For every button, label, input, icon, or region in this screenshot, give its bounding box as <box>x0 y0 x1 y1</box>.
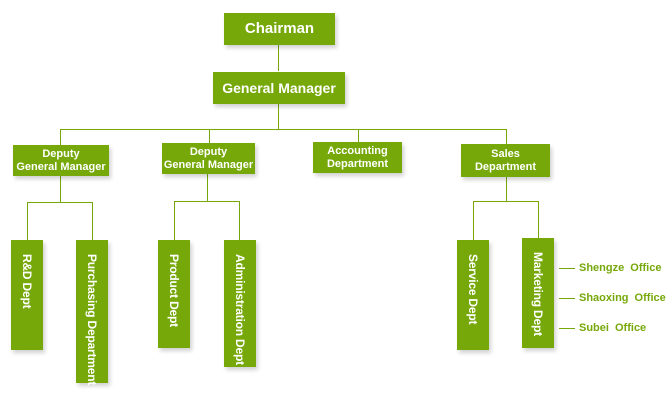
connector-to-rnd <box>27 202 28 240</box>
administration-dept-node: Administration Dept <box>224 240 256 367</box>
connector-deputy2-down <box>207 174 208 201</box>
connector-sales-horizontal <box>473 201 539 202</box>
deputy-gm-1-line2: General Manager <box>16 160 106 173</box>
accounting-line2: Department <box>326 157 389 170</box>
connector-sales-down <box>506 177 507 201</box>
connector-deputy1-horizontal <box>27 202 93 203</box>
connector-to-deputy-1 <box>60 129 61 145</box>
general-manager-node: General Manager <box>213 72 345 104</box>
general-manager-label: General Manager <box>222 79 336 96</box>
chairman-label: Chairman <box>244 20 315 38</box>
office-shaoxing: Shaoxing Office <box>579 292 666 304</box>
deputy-gm-1-node: Deputy General Manager <box>13 145 109 176</box>
connector-to-subei <box>559 328 575 329</box>
connector-to-shaoxing <box>559 298 575 299</box>
purchasing-dept-node: Purchasing Department <box>76 240 108 386</box>
sales-dept-node: Sales Department <box>461 144 550 177</box>
deputy-gm-2-line2: General Manager <box>163 158 254 171</box>
accounting-line1: Accounting <box>327 144 388 157</box>
service-dept-node: Service Dept <box>457 240 489 350</box>
connector-to-product <box>174 201 175 240</box>
marketing-dept-node: Marketing Dept <box>522 238 554 348</box>
connector-to-accounting <box>358 129 359 142</box>
connector-to-administration <box>239 201 240 240</box>
product-dept-label: Product Dept <box>167 254 181 327</box>
connector-to-purchasing <box>92 202 93 240</box>
connector-to-sales <box>506 129 507 144</box>
connector-deputy2-horizontal <box>174 201 240 202</box>
marketing-dept-label: Marketing Dept <box>531 252 545 336</box>
connector-level2-horizontal <box>60 129 507 130</box>
connector-chairman-gm <box>278 45 279 71</box>
deputy-gm-2-line1: Deputy <box>189 145 228 158</box>
rnd-dept-label: R&D Dept <box>20 254 34 309</box>
connector-gm-down <box>278 104 279 130</box>
deputy-gm-1-line1: Deputy <box>42 147 80 160</box>
sales-line1: Sales <box>491 147 520 160</box>
office-subei: Subei Office <box>579 322 647 334</box>
connector-to-service <box>473 201 474 240</box>
chairman-node: Chairman <box>224 13 335 45</box>
purchasing-dept-label: Purchasing Department <box>85 254 99 386</box>
connector-to-shengze <box>559 268 575 269</box>
accounting-dept-node: Accounting Department <box>313 142 402 173</box>
connector-to-deputy-2 <box>209 129 210 143</box>
office-shengze: Shengze Office <box>579 262 662 274</box>
deputy-gm-2-node: Deputy General Manager <box>162 143 255 174</box>
product-dept-node: Product Dept <box>158 240 190 348</box>
connector-deputy1-down <box>60 176 61 202</box>
connector-to-marketing <box>538 201 539 240</box>
rnd-dept-node: R&D Dept <box>11 240 43 350</box>
service-dept-label: Service Dept <box>466 254 480 325</box>
sales-line2: Department <box>474 160 537 173</box>
administration-dept-label: Administration Dept <box>233 254 247 365</box>
